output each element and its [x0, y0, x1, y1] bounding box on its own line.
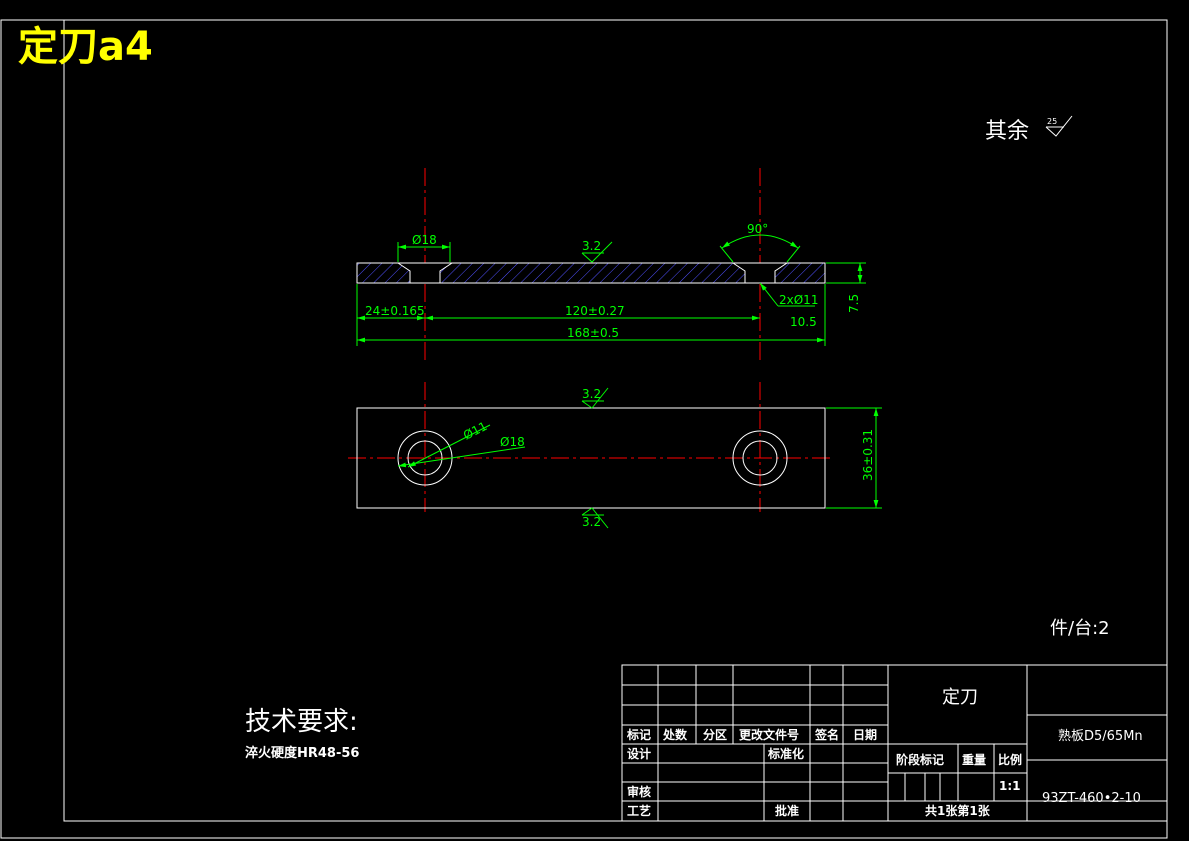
roughness-top-front: 3.2 [582, 239, 601, 253]
tb-process: 工艺 [627, 803, 651, 818]
roughness-top-plan: 3.2 [582, 387, 601, 401]
tech-req-line1: 淬火硬度HR48-56 [245, 745, 359, 761]
roughness-bottom-plan: 3.2 [582, 515, 601, 529]
surface-rest-label: 其余 [985, 119, 1029, 144]
front-view: Ø18 3.2 90° 7.5 24±0.165 120±0.27 168±0.… [356, 168, 866, 360]
dim-outer-dia: Ø18 [500, 435, 525, 449]
roughness-front-icon [581, 241, 613, 263]
dim-left-offset: 24±0.165 [365, 304, 425, 318]
tb-drawing-no: 93ZT-460•2-10 [1042, 791, 1141, 806]
qty-per-machine: 件/台:2 [1050, 618, 1110, 639]
tb-header-sign: 签名 [814, 727, 839, 742]
tech-req-heading: 技术要求: [245, 707, 358, 737]
dim-angle: 90° [747, 222, 768, 236]
roughness-symbol-icon [1045, 115, 1073, 137]
dim-overall-length: 168±0.5 [567, 326, 619, 340]
tb-part-name: 定刀 [942, 687, 978, 708]
tb-approve: 批准 [775, 803, 799, 818]
tb-standardization: 标准化 [767, 746, 804, 761]
dim-hole-spacing: 120±0.27 [565, 304, 625, 318]
tb-weight: 重量 [962, 752, 986, 767]
dim-width: 36±0.31 [861, 429, 875, 481]
dim-hole-depth: 10.5 [790, 315, 817, 329]
tb-stage-mark: 阶段标记 [896, 752, 944, 767]
drawing-title: 定刀a4 [18, 24, 153, 70]
countersink-left [396, 262, 454, 284]
hole-right-outer [732, 430, 788, 486]
tb-sheets: 共1张第1张 [925, 803, 991, 818]
tb-header-count: 处数 [662, 727, 688, 742]
dim-hole-dia: Ø18 [412, 233, 437, 247]
surface-rest-value: 25 [1047, 117, 1057, 126]
countersink-right [731, 262, 789, 284]
tb-material: 熟板D5/65Mn [1058, 728, 1143, 744]
tb-ratio: 比例 [998, 752, 1022, 767]
tb-design: 设计 [627, 746, 651, 761]
hole-left-inner [407, 440, 443, 476]
tb-review: 审核 [627, 784, 651, 799]
tb-header-date: 日期 [853, 727, 877, 742]
dim-hole-callout: 2xØ11 [779, 293, 818, 307]
dim-thickness: 7.5 [847, 294, 861, 313]
tb-scale: 1:1 [999, 779, 1021, 793]
title-block [621, 664, 1168, 822]
top-view: 3.2 3.2 Ø11 Ø18 36±0.31 [348, 382, 882, 529]
tb-header-mark: 标记 [626, 727, 651, 742]
hole-right-inner [742, 440, 778, 476]
tb-header-change: 更改文件号 [739, 727, 799, 742]
tb-header-zone: 分区 [703, 727, 727, 742]
inner-frame [63, 19, 1168, 822]
part-plan [356, 407, 826, 509]
angle-arc [721, 234, 799, 249]
part-section [356, 262, 826, 284]
dim-inner-dia: Ø11 [461, 419, 489, 443]
